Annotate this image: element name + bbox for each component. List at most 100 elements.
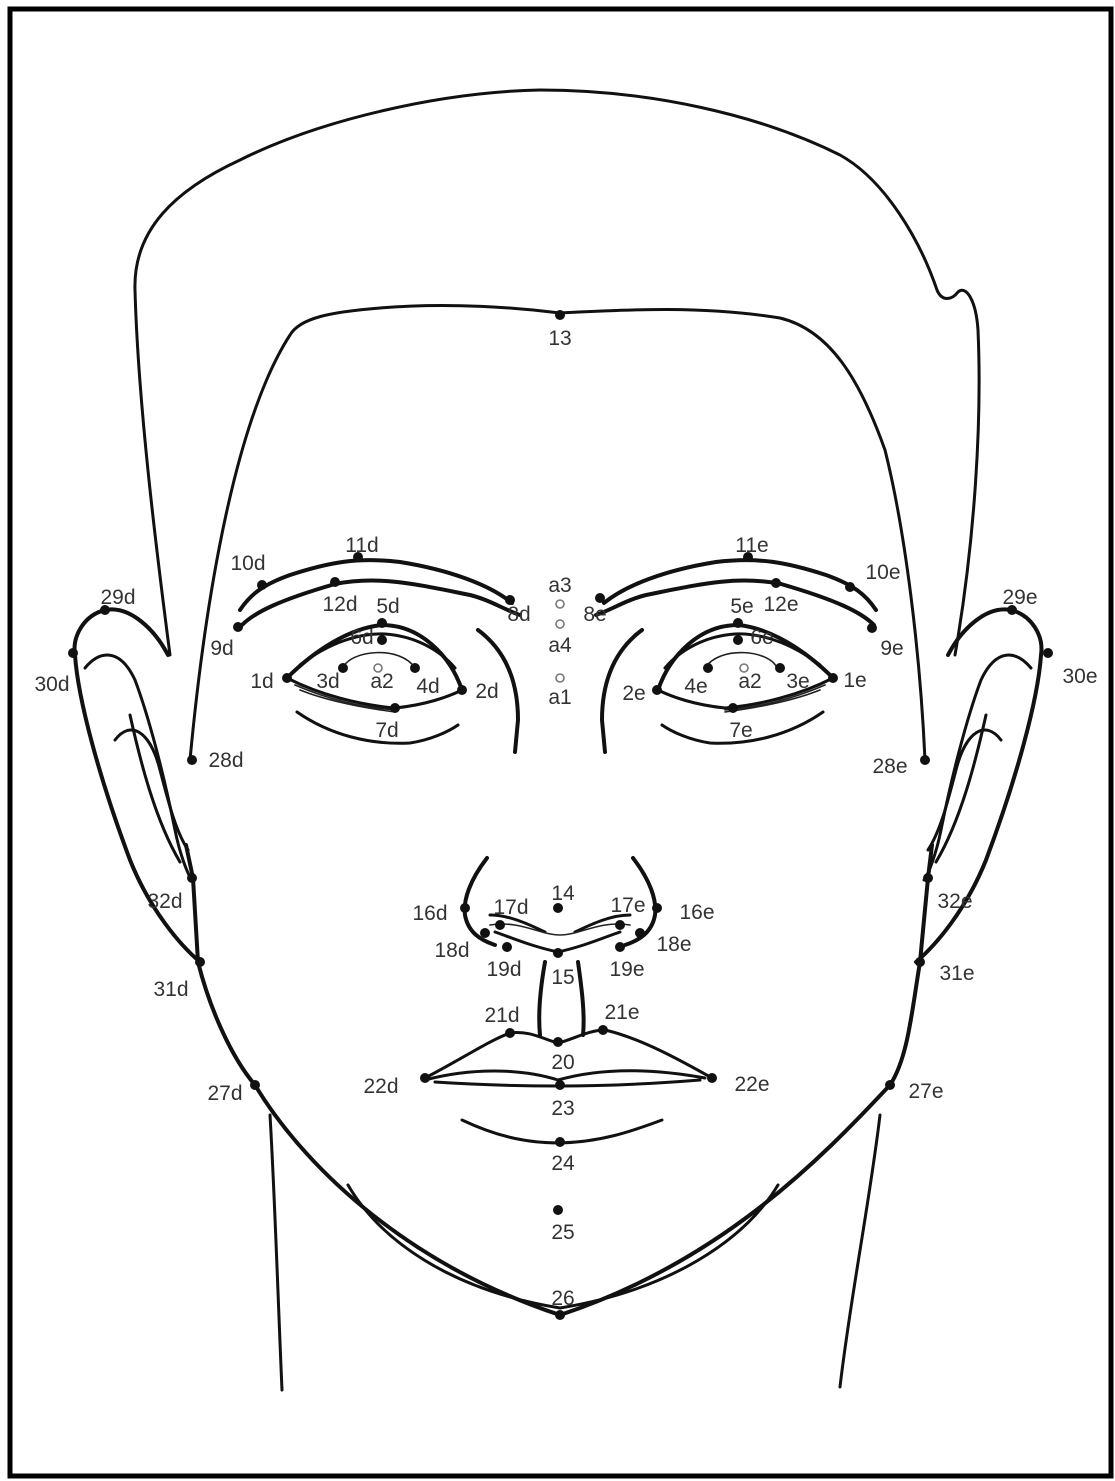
landmark-2d: 2d [457, 680, 499, 703]
landmark-label: 21e [604, 1001, 639, 1024]
landmark-label: 18e [656, 933, 691, 956]
landmark-label: 12e [763, 593, 798, 616]
landmark-label: a3 [548, 574, 571, 597]
landmark-label: 9e [880, 637, 903, 660]
landmark-dot [377, 635, 387, 645]
landmark-2e: 2e [622, 682, 662, 705]
landmark-dot [233, 622, 243, 632]
frame-border [10, 9, 1111, 1476]
landmark-18d: 18d [434, 928, 490, 962]
landmark-dot [733, 635, 743, 645]
ear-right-inner [924, 655, 1031, 880]
landmark-dot [555, 310, 565, 320]
landmark-label: 19d [486, 958, 521, 981]
landmark-dot [410, 663, 420, 673]
landmark-31d: 31d [153, 957, 205, 1001]
landmark-label: 5e [730, 595, 753, 618]
landmark-32e: 32e [923, 873, 973, 913]
landmark-label: 6d [350, 626, 373, 649]
landmark-label: 29d [100, 586, 135, 609]
landmark-13: 13 [548, 310, 571, 350]
landmark-22e: 22e [707, 1073, 770, 1096]
landmark-label: 8e [583, 603, 606, 626]
ear-left-inner [85, 655, 192, 880]
landmark-22d: 22d [363, 1073, 430, 1098]
landmark-dot [187, 755, 197, 765]
landmark-9e: 9e [867, 623, 904, 660]
landmark-dot [553, 1037, 563, 1047]
face-drawing [75, 90, 1042, 1390]
landmark-dot [68, 648, 78, 658]
landmark-dot [615, 942, 625, 952]
landmark-a3: a3 [548, 574, 571, 608]
landmark-9d: 9d [210, 622, 243, 660]
philtrum-left [539, 962, 545, 1035]
landmark-dot [703, 663, 713, 673]
landmark-32d: 32d [147, 873, 197, 913]
landmark-dot [390, 703, 400, 713]
philtrum-right [578, 962, 584, 1035]
landmark-dot [771, 578, 781, 588]
landmark-label: a4 [548, 634, 572, 657]
landmark-5e: 5e [730, 595, 753, 628]
ear-left-concha [130, 715, 180, 862]
landmark-label: 6e [750, 626, 773, 649]
landmark-label: 7e [729, 719, 752, 742]
landmark-label: 27e [908, 1080, 943, 1103]
landmark-dot [652, 903, 662, 913]
landmark-11d: 11d [345, 534, 378, 562]
landmark-dot [420, 1073, 430, 1083]
landmark-label: 32e [937, 890, 972, 913]
ear-right-concha [936, 715, 986, 862]
landmark-a2: a2 [370, 664, 393, 693]
landmark-dot [728, 703, 738, 713]
landmark-label: 15 [551, 966, 574, 989]
landmark-label: 18d [434, 939, 469, 962]
landmark-label: 1d [250, 670, 273, 693]
ear-left-antihelix [115, 730, 188, 850]
landmark-label: 28e [872, 755, 907, 778]
landmark-label: 11e [735, 534, 768, 557]
landmark-dot [652, 685, 662, 695]
landmark-18e: 18e [635, 928, 692, 956]
landmark-dot [480, 928, 490, 938]
landmark-3d: 3d [316, 663, 348, 693]
landmark-label: 10e [865, 561, 900, 584]
landmark-6d: 6d [350, 626, 387, 649]
landmark-dot [733, 618, 743, 628]
landmark-dot [828, 673, 838, 683]
landmark-10d: 10d [230, 552, 267, 590]
landmark-31e: 31e [915, 957, 975, 985]
landmark-dot [707, 1073, 717, 1083]
landmark-dot [555, 1137, 565, 1147]
landmark-label: 9d [210, 637, 233, 660]
landmark-label: a1 [548, 686, 571, 709]
neck-left [270, 1115, 282, 1390]
landmark-label: 5d [376, 595, 399, 618]
landmark-label: 19e [609, 958, 644, 981]
landmark-label: 26 [551, 1287, 574, 1310]
landmark-label: 24 [551, 1152, 575, 1175]
landmark-dot [502, 942, 512, 952]
landmark-8e: 8e [583, 593, 606, 626]
landmark-dot [330, 577, 340, 587]
landmark-dot [595, 593, 605, 603]
landmark-21e: 21e [598, 1001, 640, 1035]
landmark-dot [195, 957, 205, 967]
landmark-28e: 28e [872, 755, 930, 778]
landmark-dot [598, 1025, 608, 1035]
landmark-label: 17e [610, 894, 645, 917]
lower-lip [435, 1080, 700, 1086]
landmark-dot [1043, 648, 1053, 658]
landmark-6e: 6e [733, 626, 774, 649]
landmark-30e: 30e [1043, 648, 1098, 688]
landmark-dot [457, 685, 467, 695]
landmark-11e: 11e [735, 534, 768, 562]
landmark-label: 29e [1002, 586, 1037, 609]
landmark-label: 1e [843, 669, 866, 692]
landmark-dot [377, 618, 387, 628]
landmark-27e: 27e [885, 1080, 944, 1103]
landmark-a1: a1 [548, 674, 571, 709]
